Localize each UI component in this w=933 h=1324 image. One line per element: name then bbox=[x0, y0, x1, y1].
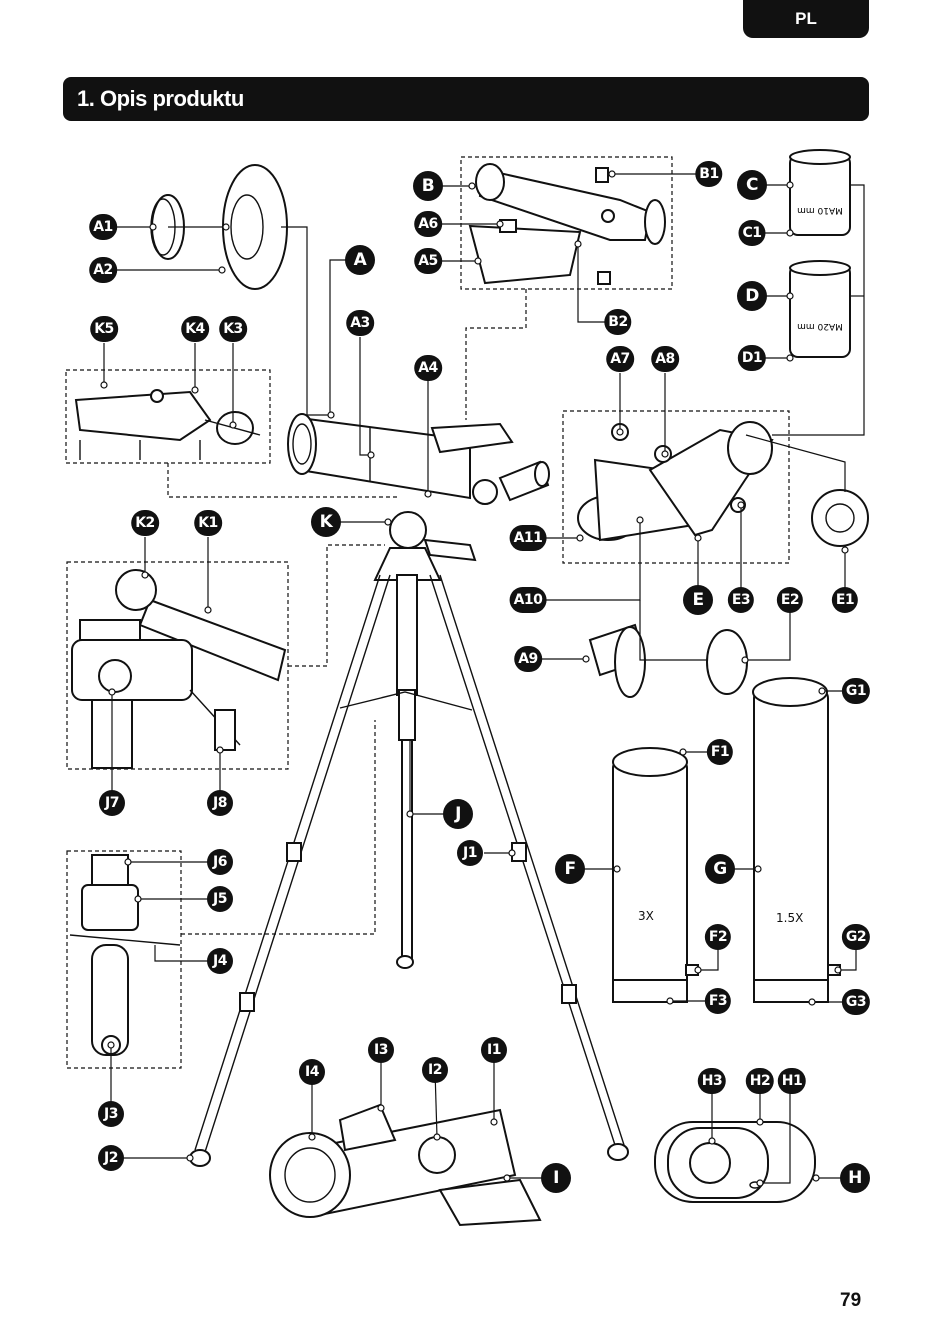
callout-j: J bbox=[443, 799, 473, 829]
callout-c1: C1 bbox=[738, 220, 765, 246]
callout-j8: J8 bbox=[207, 790, 233, 816]
callout-a2: A2 bbox=[89, 257, 117, 283]
callout-k3: K3 bbox=[219, 316, 247, 342]
callout-a1: A1 bbox=[89, 214, 117, 240]
callout-h2: H2 bbox=[746, 1068, 774, 1094]
barlow-g bbox=[754, 690, 828, 1000]
eyepiece-c bbox=[790, 155, 850, 235]
callout-i: I bbox=[541, 1163, 571, 1193]
cap-e2 bbox=[707, 630, 747, 694]
callout-i1: I1 bbox=[481, 1037, 507, 1063]
callout-k4: K4 bbox=[181, 316, 209, 342]
callout-k1: K1 bbox=[194, 510, 222, 536]
callout-c: C bbox=[737, 170, 767, 200]
callout-i3: I3 bbox=[368, 1037, 394, 1063]
callout-k2: K2 bbox=[131, 510, 159, 536]
callout-j5: J5 bbox=[207, 886, 233, 912]
callout-a4: A4 bbox=[414, 355, 442, 381]
callout-h3: H3 bbox=[698, 1068, 726, 1094]
callout-i2: I2 bbox=[422, 1057, 448, 1083]
callout-a5: A5 bbox=[414, 248, 442, 274]
callout-a6: A6 bbox=[414, 211, 442, 237]
page-number: 79 bbox=[840, 1290, 861, 1312]
callout-d1: D1 bbox=[738, 345, 766, 371]
callout-a9: A9 bbox=[514, 646, 542, 672]
callout-j4: J4 bbox=[207, 948, 233, 974]
callout-i4: I4 bbox=[299, 1059, 325, 1085]
callout-a8: A8 bbox=[651, 346, 679, 372]
callout-e: E bbox=[683, 585, 713, 615]
eyepiece-d-marking: MA20 mm bbox=[797, 321, 843, 331]
callout-j3: J3 bbox=[98, 1101, 124, 1127]
callout-j6: J6 bbox=[207, 849, 233, 875]
callout-a3: A3 bbox=[346, 310, 374, 336]
callout-k5: K5 bbox=[90, 316, 118, 342]
barlow-f bbox=[613, 760, 687, 1000]
callout-f: F bbox=[555, 854, 585, 884]
barlow-g-magnification: 1.5X bbox=[776, 911, 803, 925]
callout-g3: G3 bbox=[842, 989, 870, 1015]
callout-j2: J2 bbox=[98, 1145, 124, 1171]
callout-d: D bbox=[737, 281, 767, 311]
callout-a10: A10 bbox=[510, 587, 547, 613]
leader-lines bbox=[104, 174, 864, 1183]
cap-e1 bbox=[812, 490, 868, 546]
sun-filter-a2 bbox=[223, 165, 287, 289]
callout-a7: A7 bbox=[606, 346, 634, 372]
callout-g: G bbox=[705, 854, 735, 884]
callout-a: A bbox=[345, 245, 375, 275]
callout-a11: A11 bbox=[510, 525, 547, 551]
callout-g1: G1 bbox=[842, 678, 870, 704]
callout-h: H bbox=[840, 1163, 870, 1193]
callout-h1: H1 bbox=[778, 1068, 806, 1094]
callout-g2: G2 bbox=[842, 924, 870, 950]
eyepiece-c-marking: MA10 mm bbox=[797, 205, 843, 215]
barlow-f-magnification: 3X bbox=[638, 909, 654, 923]
eyepiece-d bbox=[790, 265, 850, 357]
callout-b: B bbox=[413, 171, 443, 201]
mount-detail bbox=[76, 392, 210, 440]
leg-tube-detail bbox=[92, 855, 128, 885]
callout-j1: J1 bbox=[457, 840, 483, 866]
callout-k: K bbox=[311, 507, 341, 537]
callout-j7: J7 bbox=[99, 790, 125, 816]
